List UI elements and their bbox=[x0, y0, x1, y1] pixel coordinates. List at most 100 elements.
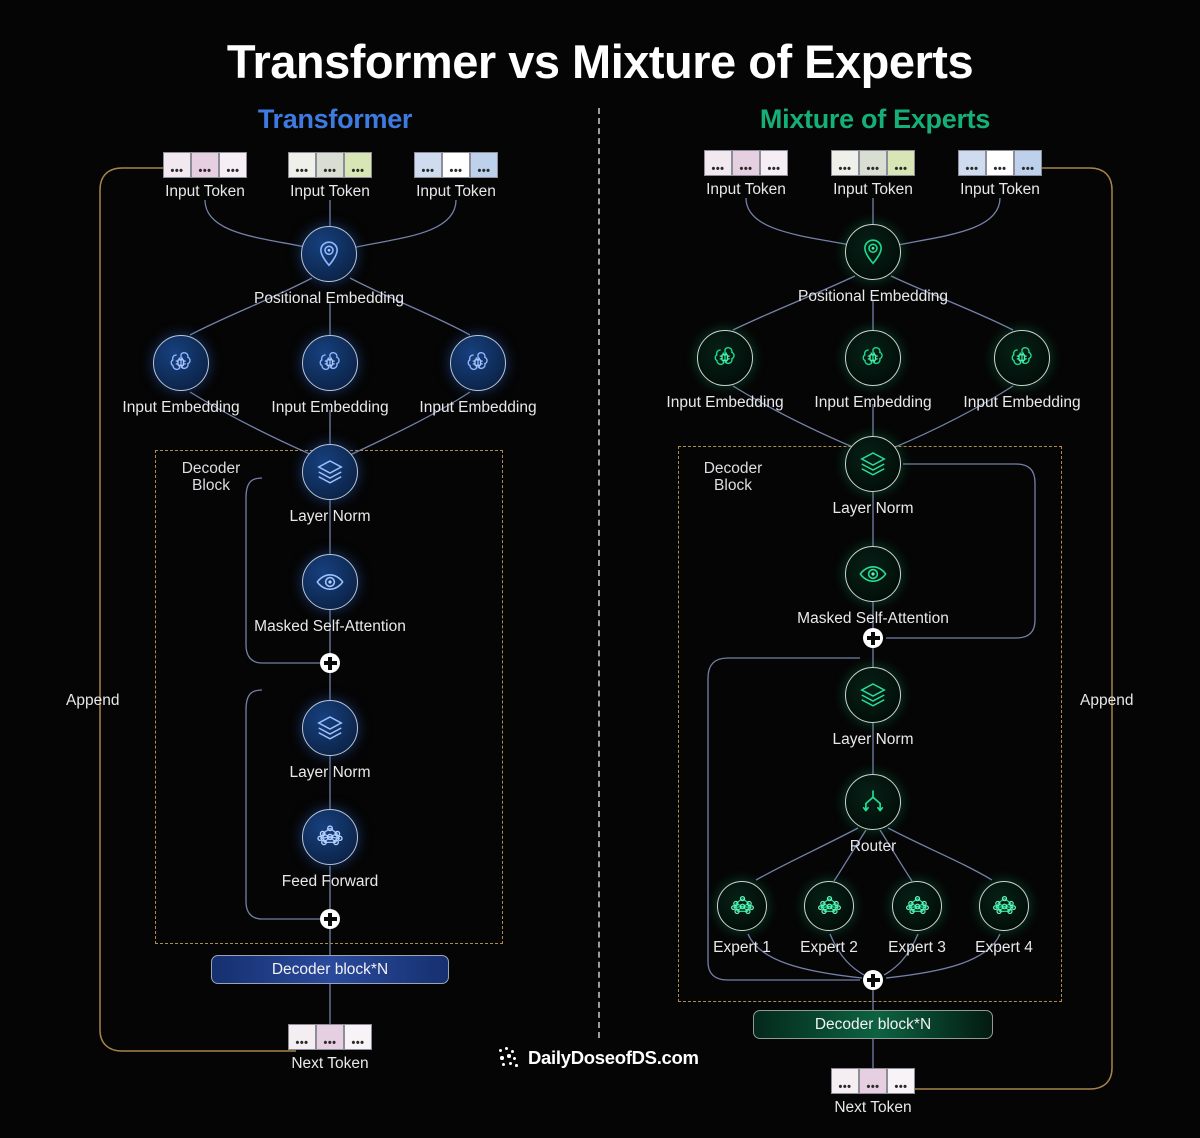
footer-branding[interactable]: DailyDoseofDS.com bbox=[498, 1046, 699, 1070]
token-cell: ••• bbox=[344, 152, 372, 178]
node-masked-self-attention-right[interactable]: Masked Self-Attention bbox=[797, 546, 949, 627]
token-box: ••• ••• ••• bbox=[288, 152, 372, 178]
token-dots: ••• bbox=[838, 163, 852, 175]
node-layer-norm-right-2[interactable]: Layer Norm bbox=[833, 667, 913, 748]
node-masked-self-attention-left[interactable]: Masked Self-Attention bbox=[254, 554, 406, 635]
add-icon bbox=[871, 973, 875, 987]
node-circle bbox=[804, 881, 854, 931]
node-circle bbox=[302, 554, 358, 610]
node-input-embedding-left-2[interactable]: Input Embedding bbox=[271, 335, 389, 416]
next-token-group-left: ••• ••• ••• Next Token bbox=[288, 1024, 372, 1073]
token-cell: ••• bbox=[316, 152, 344, 178]
node-label: Expert 4 bbox=[975, 939, 1033, 956]
input-token-group-right-2: ••• ••• ••• Input Token bbox=[831, 150, 915, 199]
footer-brand-text: DailyDoseofDS.com bbox=[528, 1047, 699, 1068]
node-expert-2[interactable]: Expert 2 bbox=[800, 881, 858, 956]
node-input-embedding-right-3[interactable]: Input Embedding bbox=[963, 330, 1081, 411]
input-token-group-left-3: ••• ••• ••• Input Token bbox=[414, 152, 498, 201]
token-dots: ••• bbox=[866, 1081, 880, 1093]
node-label: Input Embedding bbox=[122, 399, 240, 416]
node-circle bbox=[302, 700, 358, 756]
node-circle bbox=[302, 444, 358, 500]
token-dots: ••• bbox=[198, 165, 212, 177]
layers-icon bbox=[860, 683, 886, 707]
decoder-block-pill-left[interactable]: Decoder block*N bbox=[211, 955, 449, 984]
node-circle bbox=[697, 330, 753, 386]
brain-chip-icon bbox=[1011, 346, 1032, 366]
node-circle bbox=[845, 667, 901, 723]
token-dots: ••• bbox=[1021, 163, 1035, 175]
node-label: Masked Self-Attention bbox=[797, 610, 949, 627]
node-layer-norm-left-2[interactable]: Layer Norm bbox=[290, 700, 370, 781]
node-label: Positional Embedding bbox=[798, 288, 948, 305]
decoder-block-frame-label-right: Decoder Block bbox=[703, 460, 763, 494]
page-title: Transformer vs Mixture of Experts bbox=[226, 35, 974, 88]
node-label: Input Embedding bbox=[271, 399, 389, 416]
token-cell: ••• bbox=[191, 152, 219, 178]
node-router-right[interactable]: Router bbox=[845, 774, 901, 855]
node-expert-4[interactable]: Expert 4 bbox=[975, 881, 1033, 956]
node-input-embedding-left-3[interactable]: Input Embedding bbox=[419, 335, 537, 416]
token-cell: ••• bbox=[859, 1068, 887, 1094]
next-token-group-right: ••• ••• ••• Next Token bbox=[831, 1068, 915, 1117]
column-title-moe: Mixture of Experts bbox=[759, 104, 991, 134]
add-node-right-1[interactable] bbox=[863, 628, 883, 648]
node-input-embedding-right-1[interactable]: Input Embedding bbox=[666, 330, 784, 411]
node-circle bbox=[845, 224, 901, 280]
node-positional-embedding-right[interactable]: Positional Embedding bbox=[798, 224, 948, 305]
column-divider bbox=[598, 108, 600, 1038]
dots-logo-icon bbox=[498, 1046, 520, 1070]
node-circle bbox=[845, 546, 901, 602]
token-dots: ••• bbox=[351, 1037, 365, 1049]
node-circle bbox=[845, 436, 901, 492]
add-node-left-1[interactable] bbox=[320, 653, 340, 673]
node-input-embedding-left-1[interactable]: Input Embedding bbox=[122, 335, 240, 416]
node-circle bbox=[450, 335, 506, 391]
node-input-embedding-right-2[interactable]: Input Embedding bbox=[814, 330, 932, 411]
input-token-label: Input Token bbox=[706, 181, 786, 198]
token-box: ••• ••• ••• bbox=[288, 1024, 372, 1050]
input-token-group-left-2: ••• ••• ••• Input Token bbox=[288, 152, 372, 201]
token-cell: ••• bbox=[760, 150, 788, 176]
node-positional-embedding-left[interactable]: Positional Embedding bbox=[254, 226, 404, 307]
token-cell: ••• bbox=[887, 1068, 915, 1094]
token-dots: ••• bbox=[323, 1037, 337, 1049]
node-label: Input Embedding bbox=[814, 394, 932, 411]
node-layer-norm-left-1[interactable]: Layer Norm bbox=[290, 444, 370, 525]
node-label: Positional Embedding bbox=[254, 290, 404, 307]
node-expert-3[interactable]: Expert 3 bbox=[888, 881, 946, 956]
node-label: Expert 2 bbox=[800, 939, 858, 956]
node-label: Layer Norm bbox=[289, 508, 371, 525]
token-cell: ••• bbox=[414, 152, 442, 178]
token-cell: ••• bbox=[442, 152, 470, 178]
token-dots: ••• bbox=[295, 165, 309, 177]
token-cell: ••• bbox=[219, 152, 247, 178]
input-token-group-right-1: ••• ••• ••• Input Token bbox=[704, 150, 788, 199]
token-cell: ••• bbox=[163, 152, 191, 178]
input-token-label: Input Token bbox=[833, 181, 913, 198]
token-cell: ••• bbox=[288, 152, 316, 178]
add-node-right-2[interactable] bbox=[863, 970, 883, 990]
eye-icon bbox=[316, 573, 344, 591]
decoder-block-frame-label-left: Decoder Block bbox=[181, 460, 241, 494]
token-dots: ••• bbox=[866, 163, 880, 175]
token-dots: ••• bbox=[711, 163, 725, 175]
add-node-left-2[interactable] bbox=[320, 909, 340, 929]
token-box: ••• ••• ••• bbox=[958, 150, 1042, 176]
column-title-transformer: Transformer bbox=[257, 104, 413, 134]
token-cell: ••• bbox=[986, 150, 1014, 176]
token-box: ••• ••• ••• bbox=[414, 152, 498, 178]
token-dots: ••• bbox=[351, 165, 365, 177]
node-feed-forward-left[interactable]: Feed Forward bbox=[282, 809, 378, 890]
node-circle bbox=[845, 330, 901, 386]
token-cell: ••• bbox=[704, 150, 732, 176]
network-icon bbox=[317, 825, 343, 846]
add-icon bbox=[328, 656, 332, 670]
node-layer-norm-right-1[interactable]: Layer Norm bbox=[833, 436, 913, 517]
node-expert-1[interactable]: Expert 1 bbox=[713, 881, 771, 956]
node-circle bbox=[302, 335, 358, 391]
token-dots: ••• bbox=[170, 165, 184, 177]
node-label: Input Embedding bbox=[419, 399, 537, 416]
decoder-block-pill-right[interactable]: Decoder block*N bbox=[753, 1010, 993, 1039]
node-label: Feed Forward bbox=[281, 873, 379, 890]
